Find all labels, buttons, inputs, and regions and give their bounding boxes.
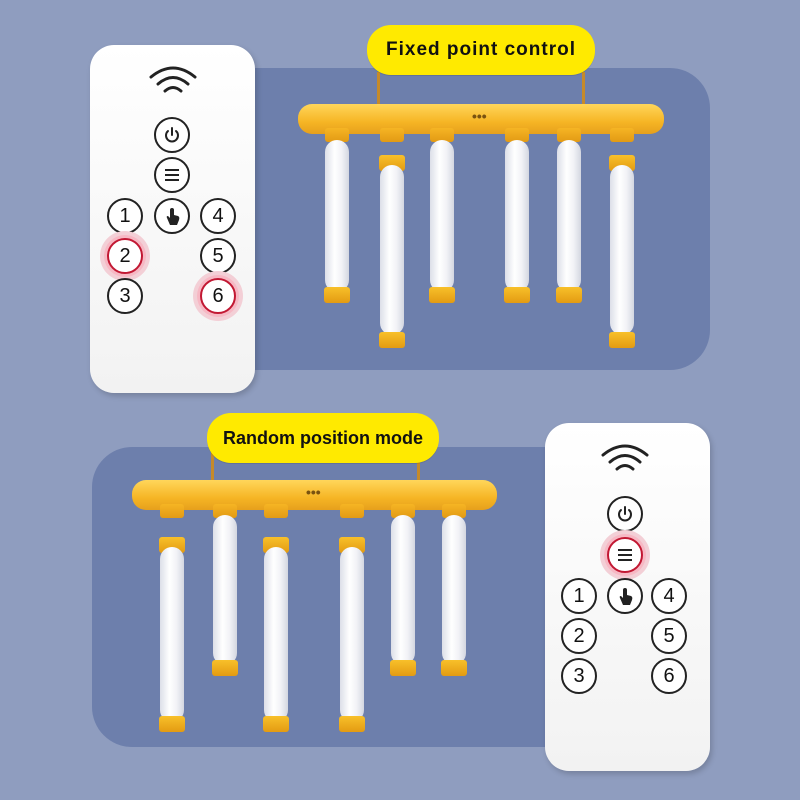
tube-cap [556, 287, 582, 303]
lamp-bar: ••• [132, 480, 497, 510]
light-tube-5 [391, 515, 415, 665]
hanging-hook [377, 72, 380, 108]
tube-cap [609, 332, 635, 348]
power-icon [618, 506, 632, 522]
tube-cap [390, 660, 416, 676]
power-button[interactable] [607, 496, 643, 532]
menu-button[interactable] [607, 537, 643, 573]
tube-cap [441, 660, 467, 676]
hanging-hook [582, 72, 585, 108]
connector-peg [505, 128, 529, 142]
number-button-1[interactable]: 1 [561, 578, 597, 614]
light-tube-6 [442, 515, 466, 665]
light-tube-6 [610, 165, 634, 335]
indicator-dots: ••• [306, 484, 321, 500]
light-tube-4 [505, 140, 529, 292]
random-position-mode-label: Random position mode [207, 413, 439, 463]
connector-peg [442, 504, 466, 518]
connector-peg [160, 504, 184, 518]
light-tube-1 [325, 140, 349, 292]
tube-cap [159, 716, 185, 732]
wifi-signal-icon [601, 444, 649, 471]
light-tube-1 [160, 547, 184, 722]
connector-peg [391, 504, 415, 518]
tube-cap [504, 287, 530, 303]
number-button-3[interactable]: 3 [107, 278, 143, 314]
connector-peg [430, 128, 454, 142]
power-button[interactable] [154, 117, 190, 153]
remote-control-top: 1 2 3 4 5 6 [90, 45, 255, 393]
tube-cap [212, 660, 238, 676]
power-icon [165, 127, 179, 143]
connector-peg [610, 128, 634, 142]
menu-icon [165, 169, 179, 181]
number-button-2[interactable]: 2 [561, 618, 597, 654]
touch-icon [619, 588, 633, 605]
light-tube-4 [340, 547, 364, 722]
fixed-point-control-label: Fixed point control [367, 25, 595, 75]
touch-button[interactable] [607, 578, 643, 614]
number-button-5[interactable]: 5 [651, 618, 687, 654]
light-tube-3 [264, 547, 288, 722]
number-button-6[interactable]: 6 [651, 658, 687, 694]
tube-cap [379, 332, 405, 348]
touch-button[interactable] [154, 198, 190, 234]
tube-cap [324, 287, 350, 303]
light-tube-3 [430, 140, 454, 292]
lamp-bar: ••• [298, 104, 664, 134]
number-button-4[interactable]: 4 [200, 198, 236, 234]
number-button-3[interactable]: 3 [561, 658, 597, 694]
light-tube-2 [213, 515, 237, 665]
hanging-hook [211, 452, 214, 486]
menu-button[interactable] [154, 157, 190, 193]
touch-icon [166, 208, 180, 225]
tube-cap [429, 287, 455, 303]
wifi-signal-icon [149, 66, 197, 93]
connector-peg [340, 504, 364, 518]
remote-control-bottom: 1 2 3 4 5 6 [545, 423, 710, 771]
number-button-2[interactable]: 2 [107, 238, 143, 274]
indicator-dots: ••• [472, 108, 487, 124]
light-tube-5 [557, 140, 581, 292]
connector-peg [380, 128, 404, 142]
tube-cap [339, 716, 365, 732]
connector-peg [264, 504, 288, 518]
tube-cap [263, 716, 289, 732]
number-button-5[interactable]: 5 [200, 238, 236, 274]
number-button-4[interactable]: 4 [651, 578, 687, 614]
menu-icon [618, 549, 632, 561]
connector-peg [325, 128, 349, 142]
number-button-6[interactable]: 6 [200, 278, 236, 314]
connector-peg [557, 128, 581, 142]
light-tube-2 [380, 165, 404, 335]
hanging-hook [417, 452, 420, 486]
connector-peg [213, 504, 237, 518]
number-button-1[interactable]: 1 [107, 198, 143, 234]
